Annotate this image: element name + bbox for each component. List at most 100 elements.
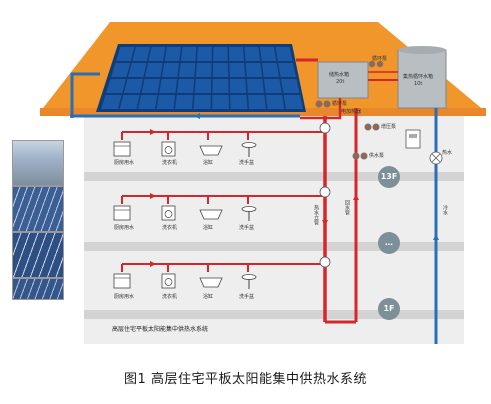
solar-panel [261, 63, 280, 77]
solar-panel [193, 95, 211, 109]
hot-supply-label: 热水 [442, 150, 453, 156]
flow-arrows [150, 129, 359, 267]
solar-panel [101, 95, 122, 109]
bathtub-icon [199, 277, 223, 288]
return-pipe-label: 回水管 [344, 200, 350, 215]
solar-panel [280, 79, 300, 93]
fixture-label: 厨房用水 [114, 225, 135, 231]
floor-tag-bottom: 1F [378, 298, 400, 320]
solar-panel [161, 63, 179, 77]
panel-return-pipe [70, 72, 100, 118]
cold-flow-arrows [194, 113, 439, 240]
floor-tag-middle: … [378, 232, 400, 254]
washbasin-icon [241, 274, 257, 289]
solar-panel [175, 95, 193, 109]
heat-tank [317, 61, 369, 99]
fixture-label: 浴缸 [203, 294, 214, 300]
fixture-label: 浴缸 [203, 160, 214, 166]
heat-tank-feed [300, 98, 342, 120]
solar-panel [178, 63, 196, 77]
solar-panel [195, 63, 212, 77]
water-heater-icon [405, 129, 421, 149]
floor-slab-bottom [84, 310, 464, 319]
heat-tank-name: 储热水箱 [329, 72, 350, 78]
solar-panel [278, 63, 296, 77]
solar-panel [156, 95, 176, 109]
solar-panel [197, 47, 212, 61]
fixture-label: 厨房用水 [114, 294, 135, 300]
cold-supply-label: 冷水 [442, 205, 448, 215]
washing-machine-icon [161, 205, 176, 221]
fixture-label: 洗衣机 [162, 225, 178, 231]
heat-tank-volume: 20t [336, 79, 345, 85]
sink-cabinet-icon [113, 273, 131, 289]
solar-panel [177, 79, 195, 93]
supply-tank-volume: 10t [414, 81, 423, 87]
fixture-icons [113, 141, 257, 289]
solar-panel [229, 63, 246, 77]
photo-rooftop-tanks [12, 140, 64, 186]
solar-panel [128, 63, 147, 77]
solar-panel [119, 95, 140, 109]
diagram-title: 高层住宅平板太阳能集中供热水系统 [112, 326, 209, 333]
supply-pump-label: 供水泵 [369, 153, 385, 159]
washing-machine-icon [161, 141, 176, 157]
floor-slab-middle [84, 242, 464, 251]
figure-caption: 图1 高层住宅平板太阳能集中供热水系统 [124, 372, 367, 387]
fixture-label: 厨房用水 [114, 160, 135, 166]
sink-cabinet-icon [113, 205, 131, 221]
washbasin-icon [241, 142, 257, 157]
solar-panel [246, 79, 265, 93]
aux-heat-label: 电加热器 [341, 109, 362, 115]
fixture-label: 浴缸 [203, 225, 214, 231]
fixture-label: 洗衣机 [162, 160, 178, 166]
photo-panels-1 [12, 186, 64, 232]
solar-panel [260, 47, 277, 61]
photo-panels-3 [12, 278, 64, 300]
fixture-label: 洗衣机 [162, 294, 178, 300]
solar-panel [263, 79, 282, 93]
supply-tank-name: 集热循环水箱 [403, 74, 434, 80]
solar-panel [145, 63, 163, 77]
solar-panel [148, 47, 166, 61]
solar-panel [212, 79, 229, 93]
hot-riser-label: 热水立管 [313, 205, 319, 225]
solar-panel [106, 79, 126, 93]
solar-panel [194, 79, 212, 93]
solar-panel-array [96, 44, 306, 112]
solar-panel [123, 79, 143, 93]
solar-panel [212, 95, 229, 109]
washbasin-icon [241, 206, 257, 221]
washing-machine-icon [161, 273, 176, 289]
solar-panel [159, 79, 178, 93]
solar-panel [116, 47, 135, 61]
bathtub-icon [199, 209, 223, 220]
solar-panel [230, 95, 248, 109]
solar-panel [275, 47, 293, 61]
fixture-label: 洗手盆 [239, 294, 255, 300]
solar-panel [245, 63, 263, 77]
valve-icons [319, 122, 443, 268]
floor-tag-top: 13F [378, 166, 400, 188]
bathtub-icon [199, 145, 223, 156]
solar-panel [229, 79, 247, 93]
photo-panels-2 [12, 232, 64, 278]
solar-panel [132, 47, 150, 61]
pump-icons [315, 60, 384, 160]
solar-panel [141, 79, 161, 93]
sink-cabinet-icon [113, 141, 131, 157]
floor-slab-top [84, 172, 464, 181]
circ-pump-label: 循环泵 [332, 101, 348, 107]
top-circ-pump-label: 循环泵 [372, 56, 388, 62]
solar-panel [283, 95, 303, 109]
solar-panel [265, 95, 285, 109]
solar-panel [248, 95, 266, 109]
solar-panel [164, 47, 181, 61]
solar-panel [111, 63, 131, 77]
building-body [84, 116, 464, 344]
solar-panel [244, 47, 261, 61]
solar-panel [229, 47, 244, 61]
fixture-label: 洗手盆 [239, 225, 255, 231]
solar-panel [212, 63, 229, 77]
